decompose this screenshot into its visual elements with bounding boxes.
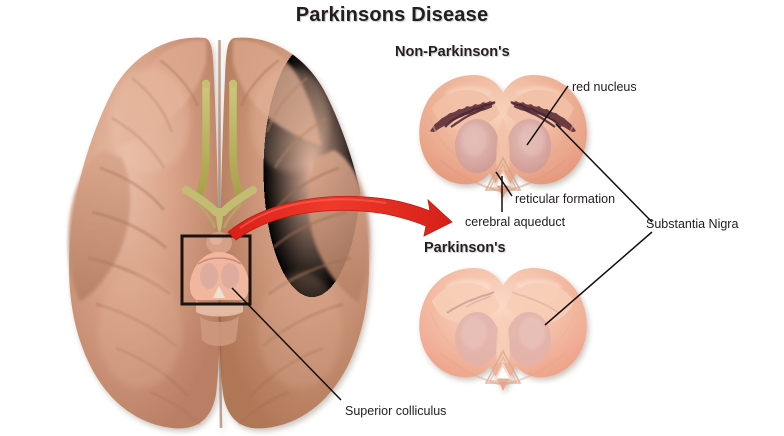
red-nucleus-core-bottom-right bbox=[519, 317, 545, 349]
label-red-nucleus: red nucleus bbox=[572, 80, 637, 94]
brainstem-tail bbox=[200, 316, 239, 346]
substantia-nigra-bottom-left bbox=[446, 291, 495, 314]
leader-reticular-formation bbox=[495, 171, 513, 197]
substantia-nigra-bottom-right bbox=[511, 291, 560, 314]
midbrain-section-non-parkinsons bbox=[419, 75, 587, 198]
red-nucleus-core-bottom-left bbox=[461, 317, 487, 349]
label-superior-colliculus: Superior colliculus bbox=[345, 404, 447, 418]
brain-highlight-3 bbox=[98, 272, 182, 388]
lateral-contour-bottom-right bbox=[541, 310, 577, 356]
temporal-pole-left bbox=[68, 150, 131, 302]
heading-non-parkinsons: Non-Parkinson's bbox=[395, 44, 510, 60]
tectum-contour-bottom bbox=[439, 352, 567, 387]
lateral-contour-bottom-left bbox=[429, 310, 465, 356]
brain-highlight-1 bbox=[110, 68, 190, 172]
brain-highlight-2 bbox=[250, 68, 330, 172]
brain-highlight-4 bbox=[258, 272, 342, 388]
red-nucleus-core-left bbox=[461, 124, 487, 156]
leader-lines bbox=[231, 85, 653, 401]
magnification-box bbox=[180, 234, 252, 306]
lateral-contour-top-left bbox=[429, 117, 465, 163]
reticular-formation-bottom bbox=[496, 311, 510, 363]
longitudinal-fissure bbox=[218, 40, 223, 429]
cerebral-aqueduct-top bbox=[484, 156, 522, 191]
temporal-pole-right bbox=[307, 150, 370, 302]
leader-red-nucleus bbox=[526, 85, 569, 146]
label-reticular-formation: reticular formation bbox=[515, 192, 616, 206]
leader-substantia-nigra-top bbox=[555, 123, 653, 223]
tectum-contour-top bbox=[439, 159, 567, 194]
lateral-contour-top-right bbox=[541, 117, 577, 163]
leader-superior-colliculus bbox=[231, 287, 342, 401]
page-title: Parkinsons Disease bbox=[295, 4, 489, 26]
red-nucleus-core-right bbox=[519, 124, 545, 156]
brain-illustration bbox=[68, 37, 370, 429]
label-cerebral-aqueduct: cerebral aqueduct bbox=[465, 215, 566, 229]
heading-parkinsons: Parkinson's bbox=[424, 240, 506, 256]
magnification-arrow bbox=[227, 195, 453, 241]
label-substantia-nigra: Substantia Nigra bbox=[646, 217, 739, 231]
optic-chiasm bbox=[182, 186, 257, 236]
reticular-formation-top bbox=[496, 118, 510, 170]
nigra-striation-top bbox=[444, 101, 562, 128]
cerebral-aqueduct-bottom bbox=[484, 349, 522, 384]
leader-substantia-nigra-bottom bbox=[544, 231, 653, 326]
midbrain-section-parkinsons bbox=[419, 268, 587, 391]
